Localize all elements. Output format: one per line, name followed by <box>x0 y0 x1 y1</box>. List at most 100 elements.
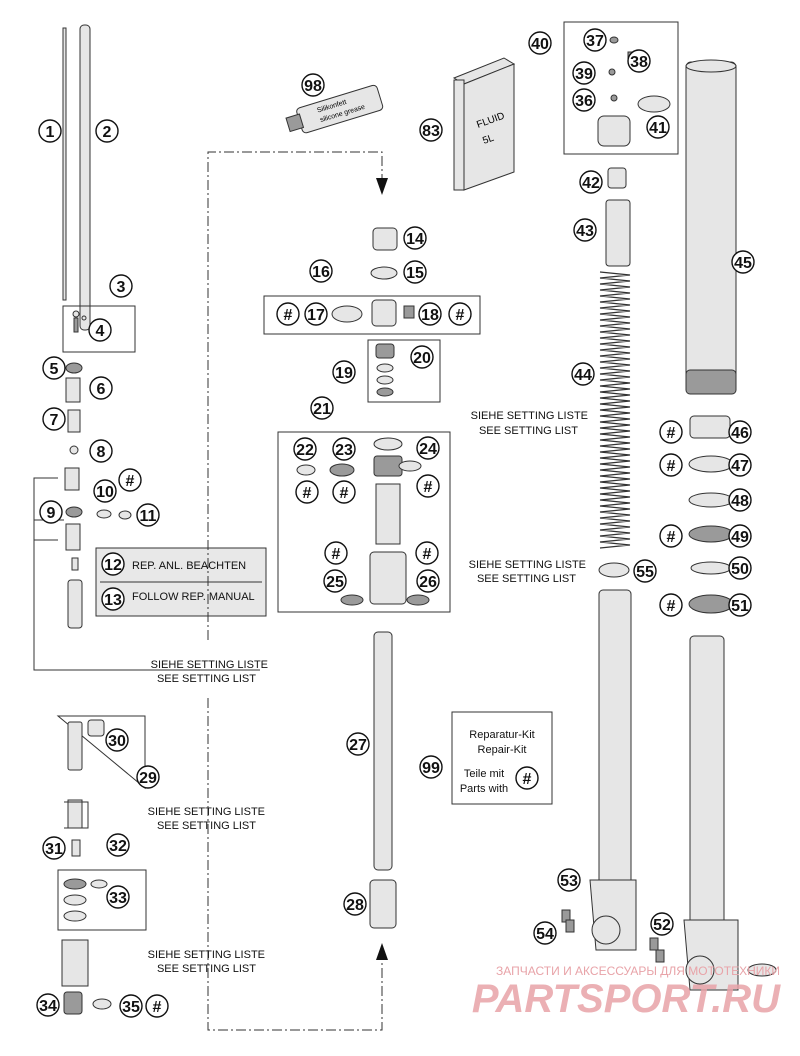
repair-kit-line3: Teile mit <box>464 768 504 780</box>
callout-19: 19 <box>332 360 356 384</box>
pin-12 <box>71 557 79 571</box>
part-group-box-21 <box>277 431 451 613</box>
callout-hash-12: # <box>515 766 539 790</box>
callout-33: 33 <box>106 885 130 909</box>
dust-seal-51 <box>688 594 734 614</box>
callout-98: 98 <box>301 73 325 97</box>
watermark-brand: PARTSPORT.RU <box>472 977 781 1021</box>
svg-text:55: 55 <box>636 564 654 581</box>
svg-text:#: # <box>667 598 676 615</box>
callout-1: 1 <box>38 119 62 143</box>
pull-rod-1 <box>62 27 67 301</box>
cartridge-30 <box>67 721 83 771</box>
svg-text:18: 18 <box>421 307 439 324</box>
see-text-5: SEE SETTING LIST <box>477 573 576 585</box>
svg-text:33: 33 <box>109 890 127 907</box>
part-group-box-29 <box>56 715 146 790</box>
callout-4: 4 <box>88 318 112 342</box>
svg-text:3: 3 <box>117 279 126 296</box>
svg-text:#: # <box>284 307 293 324</box>
svg-text:#: # <box>456 307 465 324</box>
callout-hash-7: # <box>415 541 439 565</box>
svg-text:29: 29 <box>139 770 157 787</box>
spring-6 <box>65 377 81 403</box>
callout-52: 52 <box>650 912 674 936</box>
callout-30: 30 <box>105 728 129 752</box>
washer-10 <box>96 509 112 519</box>
callout-hash-2: # <box>448 302 472 326</box>
follow-rep-text: FOLLOW REP. MANUAL <box>132 591 255 603</box>
washer-8 <box>69 445 79 455</box>
see-text-3: SEE SETTING LIST <box>157 963 256 975</box>
svg-text:20: 20 <box>413 350 431 367</box>
small-parts-4 <box>72 310 87 333</box>
svg-text:26: 26 <box>419 574 437 591</box>
see-text-4: SEE SETTING LIST <box>479 425 578 437</box>
callout-hash-1: # <box>276 302 300 326</box>
svg-text:21: 21 <box>313 401 331 418</box>
callout-51: 51 <box>728 593 752 617</box>
callout-3: 3 <box>109 274 133 298</box>
ring-48 <box>688 492 734 508</box>
callout-21: 21 <box>310 396 334 420</box>
svg-text:48: 48 <box>731 493 749 510</box>
svg-text:#: # <box>332 546 341 563</box>
svg-text:10: 10 <box>96 484 114 501</box>
svg-text:12: 12 <box>104 557 122 574</box>
svg-text:49: 49 <box>731 529 749 546</box>
svg-text:53: 53 <box>560 873 578 890</box>
svg-text:6: 6 <box>97 381 106 398</box>
callout-46: 46 <box>728 420 752 444</box>
callout-16: 16 <box>309 259 333 283</box>
callout-hash-11: # <box>659 593 683 617</box>
part-group-box-40 <box>563 21 679 155</box>
repair-kit-box <box>451 711 553 805</box>
svg-text:83: 83 <box>422 123 440 140</box>
flow-line-top <box>207 151 383 640</box>
svg-text:43: 43 <box>576 223 594 240</box>
svg-text:#: # <box>523 771 532 788</box>
part-group-box-19 <box>367 339 441 403</box>
see-text-2: SEE SETTING LIST <box>157 820 256 832</box>
svg-text:41: 41 <box>649 120 667 137</box>
callout-5: 5 <box>42 356 66 380</box>
svg-text:46: 46 <box>731 425 749 442</box>
svg-text:#: # <box>424 479 433 496</box>
svg-text:47: 47 <box>731 458 749 475</box>
callout-32: 32 <box>106 833 130 857</box>
callout-23: 23 <box>332 437 356 461</box>
svg-text:#: # <box>667 529 676 546</box>
callout-hash-5: # <box>416 474 440 498</box>
siehe-text-1: SIEHE SETTING LISTE <box>151 659 268 671</box>
callout-10: 10 <box>93 479 117 503</box>
svg-text:9: 9 <box>47 505 56 522</box>
valve-stack <box>375 483 401 545</box>
callout-20: 20 <box>410 345 434 369</box>
clip-50 <box>690 561 732 575</box>
spring-unit <box>65 523 81 551</box>
svg-text:13: 13 <box>104 592 122 609</box>
svg-text:#: # <box>423 546 432 563</box>
bushing-28 <box>369 879 397 929</box>
callout-hash-4: # <box>332 480 356 504</box>
pull-rod-2 <box>79 24 91 331</box>
svg-text:4: 4 <box>96 323 105 340</box>
svg-text:40: 40 <box>531 36 549 53</box>
svg-text:44: 44 <box>574 367 592 384</box>
svg-text:45: 45 <box>734 255 752 272</box>
svg-text:50: 50 <box>731 561 749 578</box>
svg-text:22: 22 <box>296 442 314 459</box>
callout-83: 83 <box>419 118 443 142</box>
callout-99: 99 <box>419 755 443 779</box>
callout-43: 43 <box>573 218 597 242</box>
svg-text:5: 5 <box>50 361 59 378</box>
svg-text:11: 11 <box>140 508 157 525</box>
callout-11: 11 <box>136 503 160 527</box>
callout-39: 39 <box>572 61 596 85</box>
svg-text:27: 27 <box>349 737 367 754</box>
ring-11 <box>118 510 132 520</box>
svg-text:32: 32 <box>109 838 127 855</box>
repair-kit-line1: Reparatur-Kit <box>469 729 534 741</box>
